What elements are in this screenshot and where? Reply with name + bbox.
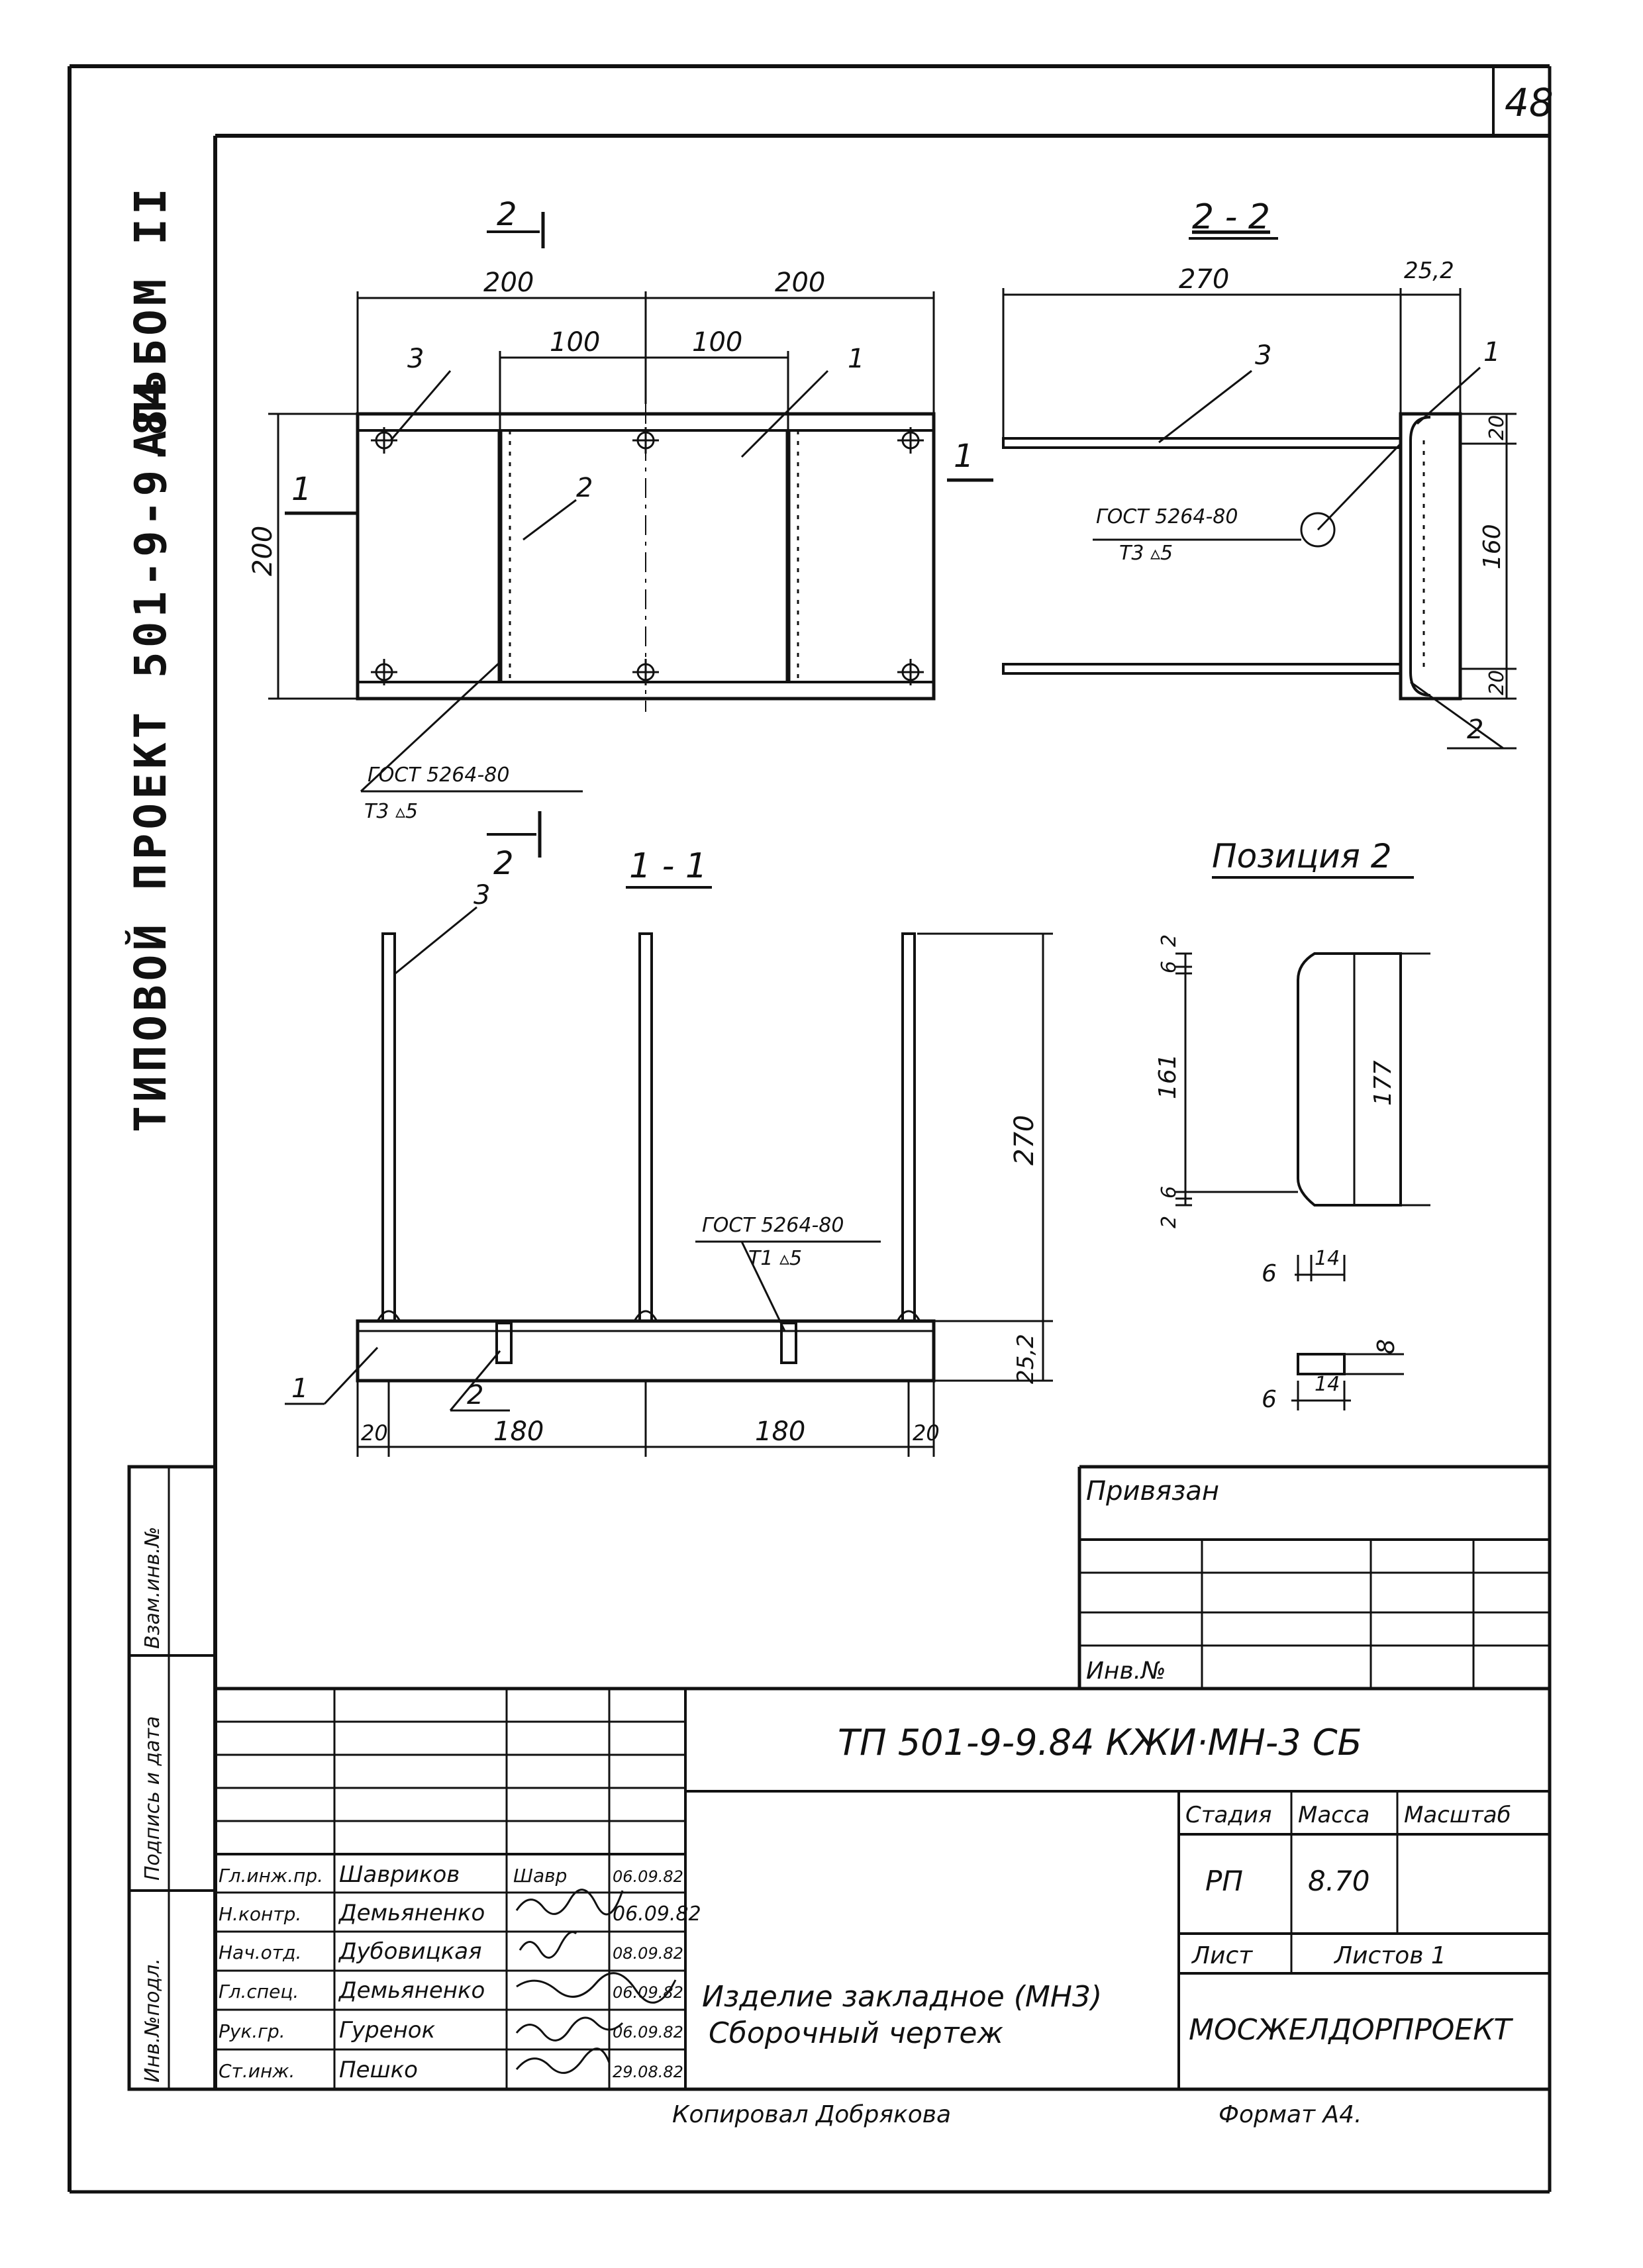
section-1-1-weld-note: ГОСТ 5264-80 [702,1214,844,1237]
section-1-1-mark: 2 [493,845,514,882]
sheets-label: Листов 1 [1333,1942,1446,1969]
plan-weld-note: ГОСТ 5264-80 [368,764,509,787]
pos2-dim-6-b: 6 [1262,1386,1277,1413]
section-2-2-callout-3: 3 [1255,340,1271,371]
position-2-title: Позиция 2 [1212,837,1392,875]
section-2-2-dim-bottom: 20 [1485,670,1509,695]
plan-dim-mid-right: 100 [692,327,742,358]
section-1-1-dim-height: 270 [1009,1115,1040,1165]
plan-section-mark-top: 2 [497,196,517,233]
binding-inv-label: Инв.№ [1086,1657,1166,1685]
margin-sign-date: Подпись и дата [141,1716,164,1881]
section-2-2-dim-length: 270 [1179,264,1229,295]
pos2-dim-2-bottom: 2 [1158,1216,1181,1228]
signature-rows: Гл.инж.пр. Шавриков Шавр 06.09.82 Н.конт… [219,1861,701,2083]
section-2-2-mark: 1 [954,438,974,475]
section-1-1-dim-right-edge: 20 [913,1420,940,1446]
plan-view [268,212,936,793]
section-2-2-dim-mid: 160 [1479,524,1506,569]
binding-label: Привязан [1086,1476,1219,1506]
title-block-code: ТП 501-9-9.84 КЖИ·МН-3 СБ [838,1722,1362,1763]
section-1-1-dim-plate: 25,2 [1013,1334,1039,1384]
name-4: Гуренок [339,2017,436,2044]
section-1-1-dim-left-edge: 20 [361,1420,388,1446]
pos2-dim-6-top: 6 [1158,961,1181,973]
footer-copied-by: Копировал Добрякова [672,2101,951,2128]
role-0: Гл.инж.пр. [219,1865,323,1887]
sheet-label: Лист [1191,1942,1253,1969]
role-3: Гл.спец. [219,1981,299,2002]
pos2-dim-8: 8 [1373,1339,1400,1354]
name-0: Шавриков [339,1861,460,1888]
section-2-2-weld-note: ГОСТ 5264-80 [1096,505,1238,528]
section-1-1-dim-left: 180 [493,1416,544,1447]
section-2-2-title: 2 - 2 [1192,197,1270,237]
plan-section-mark-left: 1 [291,471,312,508]
pos2-dim-161: 161 [1154,1054,1181,1099]
name-2: Дубовицкая [338,1938,482,1965]
section-1-1-callout-2: 2 [467,1380,483,1410]
signature-scribbles [515,1889,677,2074]
name-1: Демьяненко [338,1900,485,1926]
item-name-line1: Изделие закладное (МН3) [702,1980,1102,2014]
role-5: Ст.инж. [219,2060,295,2082]
section-1-1-callout-3: 3 [473,880,490,911]
section-1-1-dim-right: 180 [755,1416,805,1447]
name-5: Пешко [339,2057,418,2083]
section-1-1-weld-code: Т1 ▵5 [748,1247,802,1270]
pos2-dim-14-a: 14 [1315,1247,1340,1270]
section-2-2-dim-top: 20 [1485,415,1509,440]
margin-inv-orig: Инв.№подл. [141,1958,164,2083]
date-0: 06.09.82 [613,1867,683,1886]
plan-callout-2: 2 [576,473,593,503]
plan-dim-top-left: 200 [483,268,534,298]
binding-block [1077,1465,1550,1689]
scale-label: Масштаб [1404,1802,1511,1828]
stage-value: РП [1205,1865,1243,1897]
role-2: Нач.отд. [219,1942,301,1963]
section-1-1-title: 1 - 1 [629,846,707,886]
plan-dim-top-right: 200 [775,268,825,298]
title-block-grid [215,1687,1550,2089]
position-2-detail [1175,876,1430,1410]
sheet-number: 48 [1505,80,1554,125]
side-album-title: АЛЬБОМ II [125,184,176,457]
pos2-dim-177: 177 [1369,1060,1397,1106]
section-1-1-callout-1: 1 [291,1373,308,1404]
section-2-2-callout-1: 1 [1483,337,1500,368]
pos2-dim-14-b: 14 [1315,1373,1340,1396]
plan-callout-1: 1 [848,344,864,374]
role-4: Рук.гр. [219,2020,285,2042]
section-2-2-callout-2: 2 [1467,715,1483,745]
margin-replace-inv: Взам.инв.№ [141,1526,164,1649]
stage-label: Стадия [1185,1802,1271,1828]
section-1-1 [285,811,1053,1457]
item-name-line2: Сборочный чертеж [709,2016,1003,2050]
plan-callout-3: 3 [407,344,424,374]
section-2-2 [947,237,1517,750]
mass-label: Масса [1298,1802,1369,1828]
pos2-dim-6-a: 6 [1262,1260,1277,1287]
date-1: 06.09.82 [613,1902,701,1926]
sign-0: Шавр [513,1865,567,1887]
left-margin-strip [127,1465,217,2091]
organization: МОСЖЕЛДОРПРОЕКТ [1189,2013,1513,2047]
side-project-title: ТИПОВОЙ ПРОЕКТ 501-9-9.84 [124,375,176,1132]
pos2-dim-2-top: 2 [1158,934,1181,947]
section-2-2-weld-code: Т3 ▵5 [1119,542,1173,565]
section-2-2-dim-plate: 25,2 [1404,258,1454,284]
mass-value: 8.70 [1308,1865,1370,1897]
sheet-frame [68,64,1552,2194]
date-4: 06.09.82 [613,2023,683,2042]
role-1: Н.контр. [219,1903,301,1925]
name-3: Демьяненко [338,1977,485,2004]
footer-format: Формат А4. [1219,2101,1362,2128]
date-2: 08.09.82 [613,1944,683,1963]
plan-weld-code: Т3 ▵5 [364,800,418,823]
plan-dim-height: 200 [248,526,278,576]
date-5: 29.08.82 [613,2063,683,2081]
plan-dim-mid-left: 100 [550,327,600,358]
pos2-dim-6-bottom: 6 [1158,1186,1181,1199]
